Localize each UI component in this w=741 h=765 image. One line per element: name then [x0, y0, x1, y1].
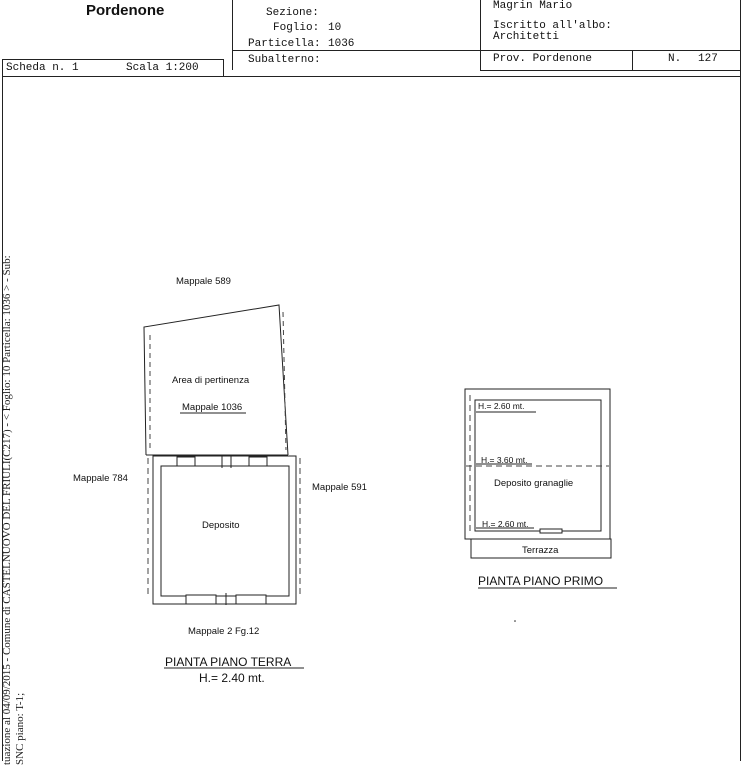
city-title: Pordenone: [86, 2, 165, 19]
scala: Scala 1:200: [126, 62, 199, 74]
header-divider: [632, 50, 633, 70]
author-name: Magrin Mario: [493, 0, 573, 12]
sezione-label: Sezione:: [266, 7, 319, 19]
header-divider: [232, 50, 480, 51]
label-mappale-589: Mappale 589: [176, 276, 231, 287]
label-mappale-784: Mappale 784: [73, 473, 128, 484]
frame-top: [2, 76, 741, 77]
particella-value: 1036: [328, 38, 355, 50]
province: Prov. Pordenone: [493, 53, 593, 65]
iscritto-label: Iscritto all'albo:: [493, 20, 612, 32]
foglio-value: 10: [328, 22, 342, 34]
label-mappale-2: Mappale 2 Fg.12: [188, 626, 260, 637]
ground-floor-height: H.= 2.40 mt.: [199, 671, 265, 685]
subalterno-label: Subalterno:: [248, 54, 321, 66]
number-label: N.: [668, 53, 682, 65]
ground-floor-title: PIANTA PIANO TERRA: [165, 655, 292, 669]
header-divider: [480, 0, 481, 70]
label-height-bottom: H.= 2.60 mt.: [482, 519, 529, 529]
label-height-top: H.= 2.60 mt.: [478, 401, 525, 411]
particella-label: Particella:: [248, 38, 321, 50]
first-floor-title: PIANTA PIANO PRIMO: [478, 574, 604, 588]
label-terrazza: Terrazza: [522, 545, 559, 556]
header-divider: [480, 50, 741, 51]
number-value: 127: [698, 53, 718, 65]
frame-left: [2, 59, 3, 761]
header-divider: [480, 70, 741, 71]
label-mappale-591: Mappale 591: [312, 482, 367, 493]
label-deposito: Deposito: [202, 520, 240, 531]
label-area-pertinenza: Area di pertinenza: [172, 375, 250, 386]
label-height-mid: H.= 3.60 mt.: [481, 455, 528, 465]
scheda-number: Scheda n. 1: [6, 62, 79, 74]
label-mappale-1036: Mappale 1036: [182, 402, 243, 413]
iscritto-value: Architetti: [493, 31, 560, 43]
header-divider: [232, 0, 233, 70]
label-deposito-granaglie: Deposito granaglie: [494, 478, 574, 489]
foglio-label: Foglio:: [273, 22, 320, 34]
